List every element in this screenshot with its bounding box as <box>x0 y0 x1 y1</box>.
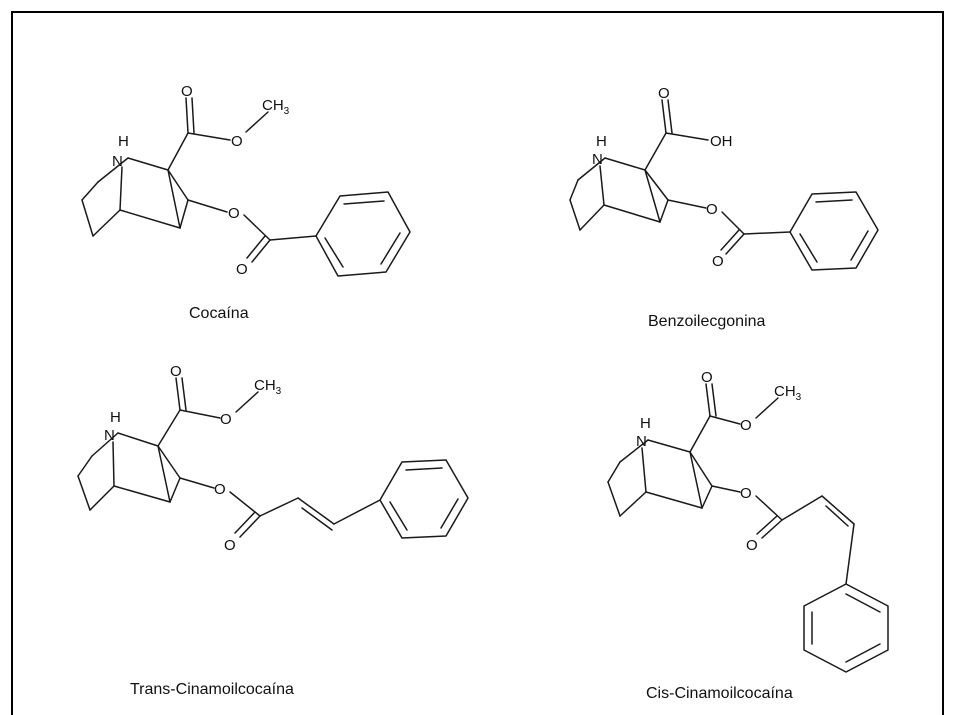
cocaina-n-label: N <box>112 153 123 170</box>
benzoilecgonina-h-label: H <box>596 133 607 150</box>
benzoilecgonina-o-acid-carbonyl: O <box>658 85 670 102</box>
cocaina-o-benzoyl-carbonyl: O <box>236 261 248 278</box>
trans-cinamoilcocaina-bonds <box>77 377 469 539</box>
cis-o-cinnamoyl: O <box>740 485 752 502</box>
cocaina-o-benzoyl: O <box>228 205 240 222</box>
cocaina-o-ester: O <box>231 133 243 150</box>
trans-n-label: N <box>104 427 115 444</box>
benzoilecgonina-n-label: N <box>592 151 603 168</box>
cocaina-h-label: H <box>118 133 129 150</box>
trans-ch-label: CH3 <box>254 377 282 397</box>
trans-h-label: H <box>110 409 121 426</box>
benzoilecgonina-oh-label: OH <box>710 133 733 150</box>
cocaina-caption: Cocaína <box>189 305 249 322</box>
trans-o-cinnamoyl-carbonyl: O <box>224 537 236 554</box>
benzoilecgonina-o-benzoyl-carbonyl: O <box>712 253 724 270</box>
molecule-cocaina: H N O O CH3 O O Cocaína <box>81 83 411 322</box>
molecule-trans-cinamoilcocaina: H N O O CH3 O O Trans-Cinamoilcocaína <box>77 363 469 698</box>
cis-cinamoilcocaina-bonds <box>607 383 889 673</box>
benzoilecgonina-o-benzoyl: O <box>706 201 718 218</box>
cis-cinamoilcocaina-caption: Cis-Cinamoilcocaína <box>646 685 793 702</box>
molecule-benzoilecgonina: H N O OH O O Benzoilecgonina <box>569 85 879 330</box>
figure-border <box>11 11 944 715</box>
cis-o-ester: O <box>740 417 752 434</box>
cocaina-ch-label: CH3 <box>262 97 290 117</box>
cis-o-ester-carbonyl: O <box>701 369 713 386</box>
molecule-cis-cinamoilcocaina: H N O O CH3 O O Cis-Cinamoilcocaína <box>607 369 889 702</box>
trans-cinamoilcocaina-caption: Trans-Cinamoilcocaína <box>130 681 294 698</box>
benzoilecgonina-bonds <box>569 99 879 271</box>
cis-ch-label: CH3 <box>774 383 802 403</box>
cis-o-cinnamoyl-carbonyl: O <box>746 537 758 554</box>
cocaina-o-ester-carbonyl: O <box>181 83 193 100</box>
cis-n-label: N <box>636 433 647 450</box>
cis-h-label: H <box>640 415 651 432</box>
benzoilecgonina-caption: Benzoilecgonina <box>648 313 766 330</box>
trans-o-ester: O <box>220 411 232 428</box>
cocaina-bonds <box>81 97 411 277</box>
trans-o-ester-carbonyl: O <box>170 363 182 380</box>
trans-o-cinnamoyl: O <box>214 481 226 498</box>
